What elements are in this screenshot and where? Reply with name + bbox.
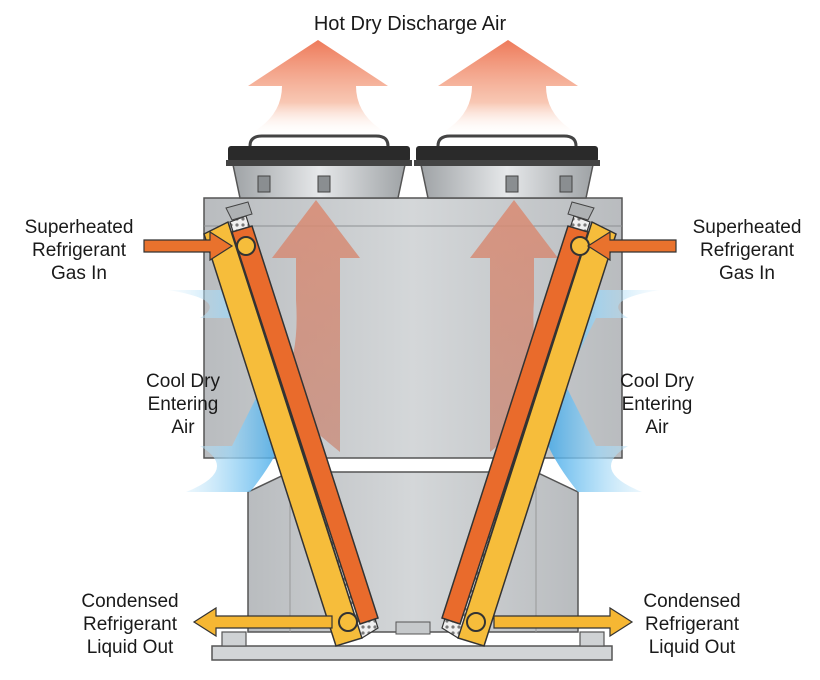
base-plate <box>211 645 613 661</box>
gas-in-label-right: Superheated Refrigerant Gas In <box>692 217 802 284</box>
gas-in-arrow-left <box>143 230 234 262</box>
liquid-out-label-left: Condensed Refrigerant Liquid Out <box>81 591 179 658</box>
liquid-outlet-header-right <box>466 612 486 632</box>
coil-left <box>203 201 379 647</box>
hot-discharge-arrow-left <box>246 40 392 136</box>
fan-right <box>414 134 600 199</box>
gas-inlet-header-right <box>570 236 590 256</box>
gas-inlet-header-left <box>236 236 256 256</box>
cool-air-label-right: Cool Dry Entering Air <box>620 371 694 438</box>
base-foot-right <box>579 631 605 647</box>
liquid-out-label-right: Condensed Refrigerant Liquid Out <box>643 591 741 658</box>
cool-air-label-left: Cool Dry Entering Air <box>146 371 220 438</box>
gas-in-label-left: Superheated Refrigerant Gas In <box>24 217 134 284</box>
fan-left <box>226 134 412 199</box>
base-foot-left <box>221 631 247 647</box>
discharge-air-title: Hot Dry Discharge Air <box>313 13 507 35</box>
liquid-out-arrow-right <box>493 606 634 638</box>
liquid-outlet-header-left <box>338 612 358 632</box>
liquid-out-arrow-left <box>192 606 333 638</box>
gas-in-arrow-right <box>586 230 677 262</box>
coil-right <box>441 201 617 647</box>
hot-discharge-arrow-right <box>436 40 582 136</box>
